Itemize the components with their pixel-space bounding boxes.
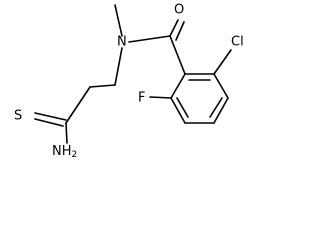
bond-c-nh2: [65, 122, 68, 144]
chemical-structure: S NH2 N O Cl F: [14, 3, 244, 158]
ring-bond-3: [213, 97, 229, 124]
atom-o: O: [174, 3, 184, 18]
ring-bond-6: [170, 73, 186, 99]
atom-cl: Cl: [231, 35, 244, 50]
atom-nh2-main: NH: [52, 144, 72, 158]
bond-c-o-double-b: [175, 21, 185, 41]
bonds: [34, 4, 232, 144]
bond-c-o-double-a: [169, 19, 179, 37]
bond-c-cl: [213, 49, 232, 75]
atom-nh2-subscript: 2: [72, 150, 78, 158]
ring-inner-bond-3: [176, 97, 189, 118]
ring-bond-5: [170, 97, 186, 124]
bond-n-methyl: [114, 4, 123, 37]
bond-n-carbonyl: [128, 35, 171, 43]
atom-f: F: [138, 91, 145, 106]
bond-carbonyl-ring: [169, 35, 186, 75]
bond-c-f: [149, 96, 172, 99]
bond-c-s-double-b: [34, 118, 64, 127]
ring-inner-bond-2: [209, 97, 223, 118]
bond-ch2-ch2: [89, 84, 116, 88]
bond-ch2-n: [114, 47, 123, 86]
bond-c-s-double-a: [34, 112, 67, 121]
atom-nh2: NH2: [52, 144, 77, 158]
atom-s: S: [14, 109, 22, 124]
bond-c-ch2: [65, 86, 91, 124]
atom-n: N: [117, 35, 127, 50]
ring-bond-2: [213, 73, 229, 99]
atom-labels: S NH2 N O Cl F: [14, 3, 244, 158]
